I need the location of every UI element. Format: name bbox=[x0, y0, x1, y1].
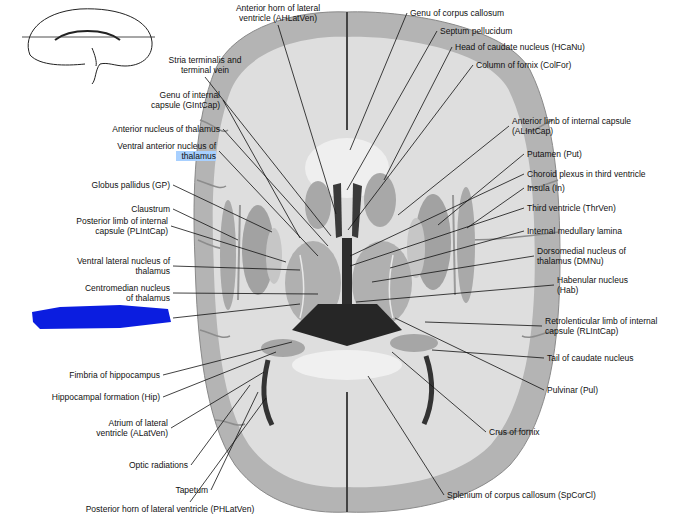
globus-pallidus bbox=[266, 228, 282, 284]
part-label: Atrium of lateral ventricle (ALatVen) bbox=[76, 418, 168, 438]
claustrum bbox=[453, 195, 455, 295]
leader-line bbox=[173, 185, 272, 232]
leader-line bbox=[372, 256, 534, 282]
anterior-horn bbox=[352, 183, 362, 238]
part-label: Anterior horn of lateral ventricle (AHLa… bbox=[223, 3, 333, 23]
part-label: Posterior limb of internal capsule (PLIn… bbox=[50, 216, 168, 236]
leader-line bbox=[173, 293, 318, 294]
part-label: Stria terminalis and terminal vein bbox=[160, 55, 250, 75]
leader-line bbox=[171, 226, 286, 262]
part-label: Claustrum bbox=[131, 204, 170, 214]
part-label: Crus of fornix bbox=[489, 427, 540, 437]
part-label: Centromedian nucleus of thalamus bbox=[80, 283, 170, 303]
leader-line bbox=[390, 231, 524, 268]
posterior-horn bbox=[264, 360, 272, 425]
part-label: Splenium of corpus callosum (SpCorCl) bbox=[447, 490, 596, 500]
white-matter bbox=[213, 37, 535, 487]
part-label: Internal medullary lamina bbox=[527, 226, 622, 236]
cistern bbox=[292, 304, 402, 346]
part-label: Genu of internal capsule (GIntCap) bbox=[140, 90, 220, 110]
part-label: Genu of corpus callosum bbox=[410, 8, 504, 18]
leader-line bbox=[425, 322, 542, 326]
leader-line bbox=[163, 342, 292, 375]
leader-line bbox=[392, 352, 486, 432]
part-label: Column of fornix (ColFor) bbox=[476, 60, 571, 70]
part-label: Head of caudate nucleus (HCaNu) bbox=[455, 42, 585, 52]
leader-line bbox=[219, 151, 318, 256]
redaction-blob bbox=[32, 305, 171, 329]
hippocampus bbox=[390, 334, 438, 352]
part-label: Posterior horn of lateral ventricle (PHL… bbox=[86, 504, 255, 514]
splenium bbox=[292, 350, 402, 380]
leader-line bbox=[163, 352, 276, 397]
leader-line bbox=[191, 385, 250, 465]
part-label: Habenular nucleus (Hab) bbox=[557, 275, 642, 295]
part-label: Tail of caudate nucleus bbox=[547, 353, 633, 363]
part-label: Fimbria of hippocampus bbox=[69, 370, 160, 380]
inset-sketch bbox=[22, 9, 155, 84]
leader-line bbox=[347, 31, 437, 190]
leader-line bbox=[368, 376, 444, 495]
part-label: Pulvinar (Pul) bbox=[547, 385, 598, 395]
part-label: Retrolenticular limb of internal capsule… bbox=[545, 316, 670, 336]
part-label: Third ventricle (ThrVen) bbox=[527, 203, 616, 213]
part-label: Optic radiations bbox=[129, 460, 188, 470]
leader-line bbox=[173, 209, 238, 240]
leader-line bbox=[350, 174, 524, 256]
part-label: Tapetum bbox=[175, 485, 208, 495]
fissure bbox=[346, 392, 348, 512]
leader-line bbox=[432, 350, 544, 358]
part-label: Dorsomedial nucleus of thalamus (DMNu) bbox=[537, 246, 632, 266]
leader-line bbox=[438, 154, 524, 225]
leader-line bbox=[467, 188, 524, 228]
leader-line bbox=[384, 47, 452, 180]
claustrum bbox=[238, 205, 240, 300]
leader-line bbox=[350, 208, 524, 266]
posterior-horn bbox=[424, 356, 432, 424]
part-label: Choroid plexus in third ventricle bbox=[527, 169, 646, 179]
leader-line bbox=[395, 318, 544, 390]
leader-line bbox=[356, 285, 554, 302]
part-label: Insula (In) bbox=[527, 183, 565, 193]
sulci bbox=[197, 120, 559, 433]
leader-line bbox=[173, 266, 300, 270]
part-label: Ventral anterior nucleus of thalamus bbox=[110, 141, 216, 161]
leader-line bbox=[223, 100, 300, 238]
fissure bbox=[346, 12, 348, 130]
part-label: Globus pallidus (GP) bbox=[92, 180, 170, 190]
part-label: Hippocampal formation (Hip) bbox=[52, 392, 160, 402]
leader-line bbox=[223, 129, 328, 246]
anterior-horn bbox=[333, 183, 342, 238]
leader-line bbox=[398, 126, 509, 215]
part-label: Anterior nucleus of thalamus bbox=[112, 124, 220, 134]
leader-line bbox=[350, 13, 407, 150]
leader-line bbox=[173, 304, 300, 318]
leader-line bbox=[278, 25, 336, 214]
part-label: Septum pellucidum bbox=[440, 26, 512, 36]
part-label: Anterior limb of internal capsule (ALInt… bbox=[512, 116, 637, 136]
third-ventricle bbox=[342, 238, 352, 304]
caudate-head bbox=[305, 181, 331, 229]
caudate-head bbox=[364, 173, 396, 227]
cortex bbox=[194, 12, 560, 512]
part-label: Ventral lateral nucleus of thalamus bbox=[68, 256, 170, 276]
part-label: Putamen (Put) bbox=[527, 149, 582, 159]
